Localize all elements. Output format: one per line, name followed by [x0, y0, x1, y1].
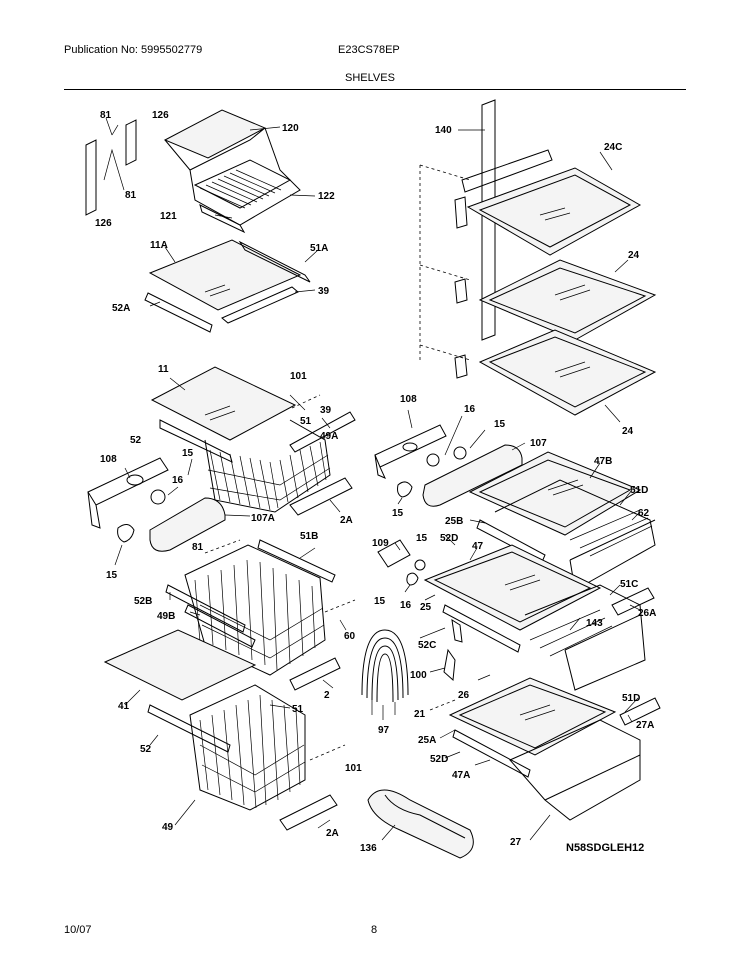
label-15b: 15	[106, 570, 118, 581]
label-47B: 47B	[594, 456, 612, 467]
label-51B: 51B	[300, 531, 318, 542]
label-15f: 15	[374, 596, 386, 607]
bin-136	[367, 789, 474, 859]
label-15d: 15	[392, 508, 404, 519]
label-24b: 24	[622, 426, 634, 437]
label-62: 62	[638, 508, 650, 519]
shelf-24-upper	[454, 259, 657, 341]
label-81a: 81	[100, 110, 112, 121]
label-81b: 81	[125, 190, 137, 201]
label-15c: 15	[494, 419, 506, 430]
label-107A: 107A	[251, 513, 275, 524]
label-21: 21	[414, 709, 426, 720]
label-49A: 49A	[320, 431, 338, 442]
label-25: 25	[420, 602, 432, 613]
footer-date: 10/07	[64, 924, 92, 936]
label-52C: 52C	[418, 640, 436, 651]
light-cover-107A	[87, 457, 251, 566]
label-81c: 81	[192, 542, 204, 553]
label-140: 140	[435, 125, 452, 136]
label-101a: 101	[290, 371, 307, 382]
label-2Ab: 2A	[326, 828, 339, 839]
trim-2A	[289, 477, 353, 516]
label-49B: 49B	[157, 611, 175, 622]
label-2Aa: 2A	[340, 515, 353, 526]
label-51a: 51	[300, 416, 312, 427]
shelf-24-lower	[454, 329, 657, 423]
shelf-47A-drawer-27	[429, 674, 661, 841]
label-15e: 15	[416, 533, 428, 544]
label-47A: 47A	[452, 770, 470, 781]
label-2: 2	[324, 690, 330, 701]
label-25A: 25A	[418, 735, 436, 746]
label-52a: 52	[130, 435, 142, 446]
label-136: 136	[360, 843, 377, 854]
section-title: SHELVES	[345, 72, 395, 84]
label-97: 97	[378, 725, 390, 736]
drawer-143	[419, 584, 655, 691]
label-51A: 51A	[310, 243, 328, 254]
label-120: 120	[282, 123, 299, 134]
label-27: 27	[510, 837, 522, 848]
shelf-11A	[144, 239, 319, 333]
label-108a: 108	[100, 454, 117, 465]
label-15a: 15	[182, 448, 194, 459]
label-109: 109	[372, 538, 389, 549]
label-51D: 51D	[630, 485, 648, 496]
label-11A: 11A	[150, 240, 168, 251]
label-52B: 52B	[134, 596, 152, 607]
model-number: E23CS78EP	[338, 44, 400, 56]
label-39b: 39	[320, 405, 332, 416]
label-107: 107	[530, 438, 547, 449]
shelf-11-basket-49A	[150, 366, 356, 513]
label-49: 49	[162, 822, 174, 833]
pan-120	[163, 109, 316, 234]
label-24a: 24	[628, 250, 640, 261]
label-16a: 16	[172, 475, 184, 486]
shelf-47B-drawer-62	[444, 451, 656, 591]
shelf-rail-140	[419, 99, 496, 361]
label-126a: 126	[152, 110, 169, 121]
label-51Db: 51D	[622, 693, 640, 704]
label-41: 41	[118, 701, 130, 712]
coil-97	[361, 629, 409, 720]
label-11: 11	[158, 364, 169, 375]
shelf-47	[377, 539, 602, 653]
label-25B: 25B	[445, 516, 463, 527]
label-16b: 16	[464, 404, 476, 415]
label-16c: 16	[400, 600, 412, 611]
label-39a: 39	[318, 286, 330, 297]
label-101b: 101	[345, 763, 362, 774]
label-47: 47	[472, 541, 484, 552]
label-108b: 108	[400, 394, 417, 405]
label-143: 143	[586, 618, 603, 629]
label-51b: 51	[292, 704, 304, 715]
callout-labels: 81 126 120 81 126 122 121 11A 51A 39 52A…	[95, 110, 656, 854]
label-52b: 52	[140, 744, 152, 755]
label-52Db: 52D	[430, 754, 448, 765]
label-52A: 52A	[112, 303, 130, 314]
label-122: 122	[318, 191, 335, 202]
footer-page-number: 8	[371, 924, 378, 936]
label-52D: 52D	[440, 533, 458, 544]
label-26A: 26A	[638, 608, 656, 619]
publication-number: Publication No: 5995502779	[64, 44, 203, 56]
label-100: 100	[410, 670, 427, 681]
label-27A: 27A	[636, 720, 654, 731]
shelf-24C	[454, 149, 642, 256]
diagram-code: N58SDGLEH12	[566, 842, 644, 854]
header-rule	[64, 89, 686, 90]
label-60: 60	[344, 631, 356, 642]
label-51C: 51C	[620, 579, 638, 590]
bracket-81-126	[85, 117, 137, 216]
basket-49	[103, 629, 346, 831]
label-24C: 24C	[604, 142, 622, 153]
label-26: 26	[458, 690, 470, 701]
label-121: 121	[160, 211, 177, 222]
label-126b: 126	[95, 218, 112, 229]
